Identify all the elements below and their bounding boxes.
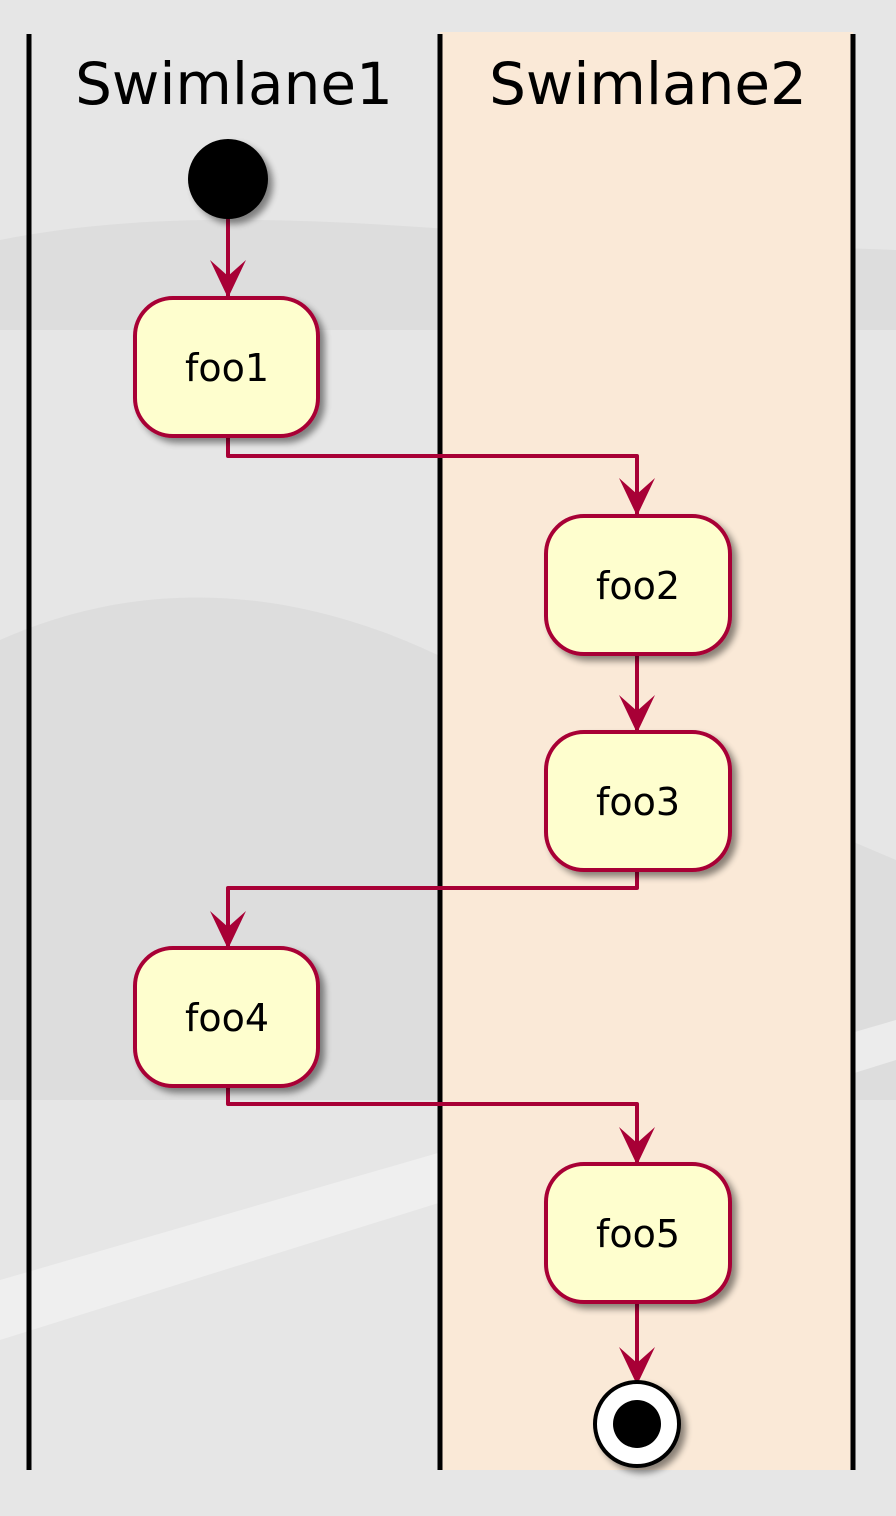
action-node-foo4: foo4 xyxy=(133,946,320,1088)
stop-node-center xyxy=(613,1400,661,1448)
arrowheads xyxy=(210,260,655,1385)
action-node-foo2: foo2 xyxy=(544,514,732,656)
arrowhead-foo2-to-foo3 xyxy=(619,695,655,733)
edge-foo4-to-foo5 xyxy=(226,1086,639,1163)
action-node-foo1: foo1 xyxy=(133,296,320,438)
action-node-foo3: foo3 xyxy=(544,730,732,872)
action-box-foo4 xyxy=(133,946,320,1088)
action-box-foo1 xyxy=(133,296,320,438)
stop-node xyxy=(593,1380,681,1468)
action-label-foo1: foo1 xyxy=(185,346,269,390)
action-box-foo5 xyxy=(544,1162,732,1304)
action-label-foo5: foo5 xyxy=(596,1212,680,1256)
arrowhead-start-to-foo1 xyxy=(210,260,246,298)
action-label-foo4: foo4 xyxy=(185,996,269,1040)
action-label-foo3: foo3 xyxy=(596,780,680,824)
action-box-foo2 xyxy=(544,514,732,656)
swimlane1-title: Swimlane1 xyxy=(75,50,393,118)
arrowhead-foo1-to-foo2 xyxy=(619,478,655,516)
arrowhead-foo5-to-stop xyxy=(619,1347,655,1385)
edge-foo3-to-foo4 xyxy=(226,870,639,947)
action-label-foo2: foo2 xyxy=(596,564,680,608)
edge-foo1-to-foo2 xyxy=(226,436,639,514)
start-node xyxy=(188,139,268,219)
action-node-foo5: foo5 xyxy=(544,1162,732,1304)
swimlane2-title: Swimlane2 xyxy=(489,50,807,118)
action-box-foo3 xyxy=(544,730,732,872)
arrowhead-foo4-to-foo5 xyxy=(619,1127,655,1165)
arrowhead-foo3-to-foo4 xyxy=(210,911,246,949)
